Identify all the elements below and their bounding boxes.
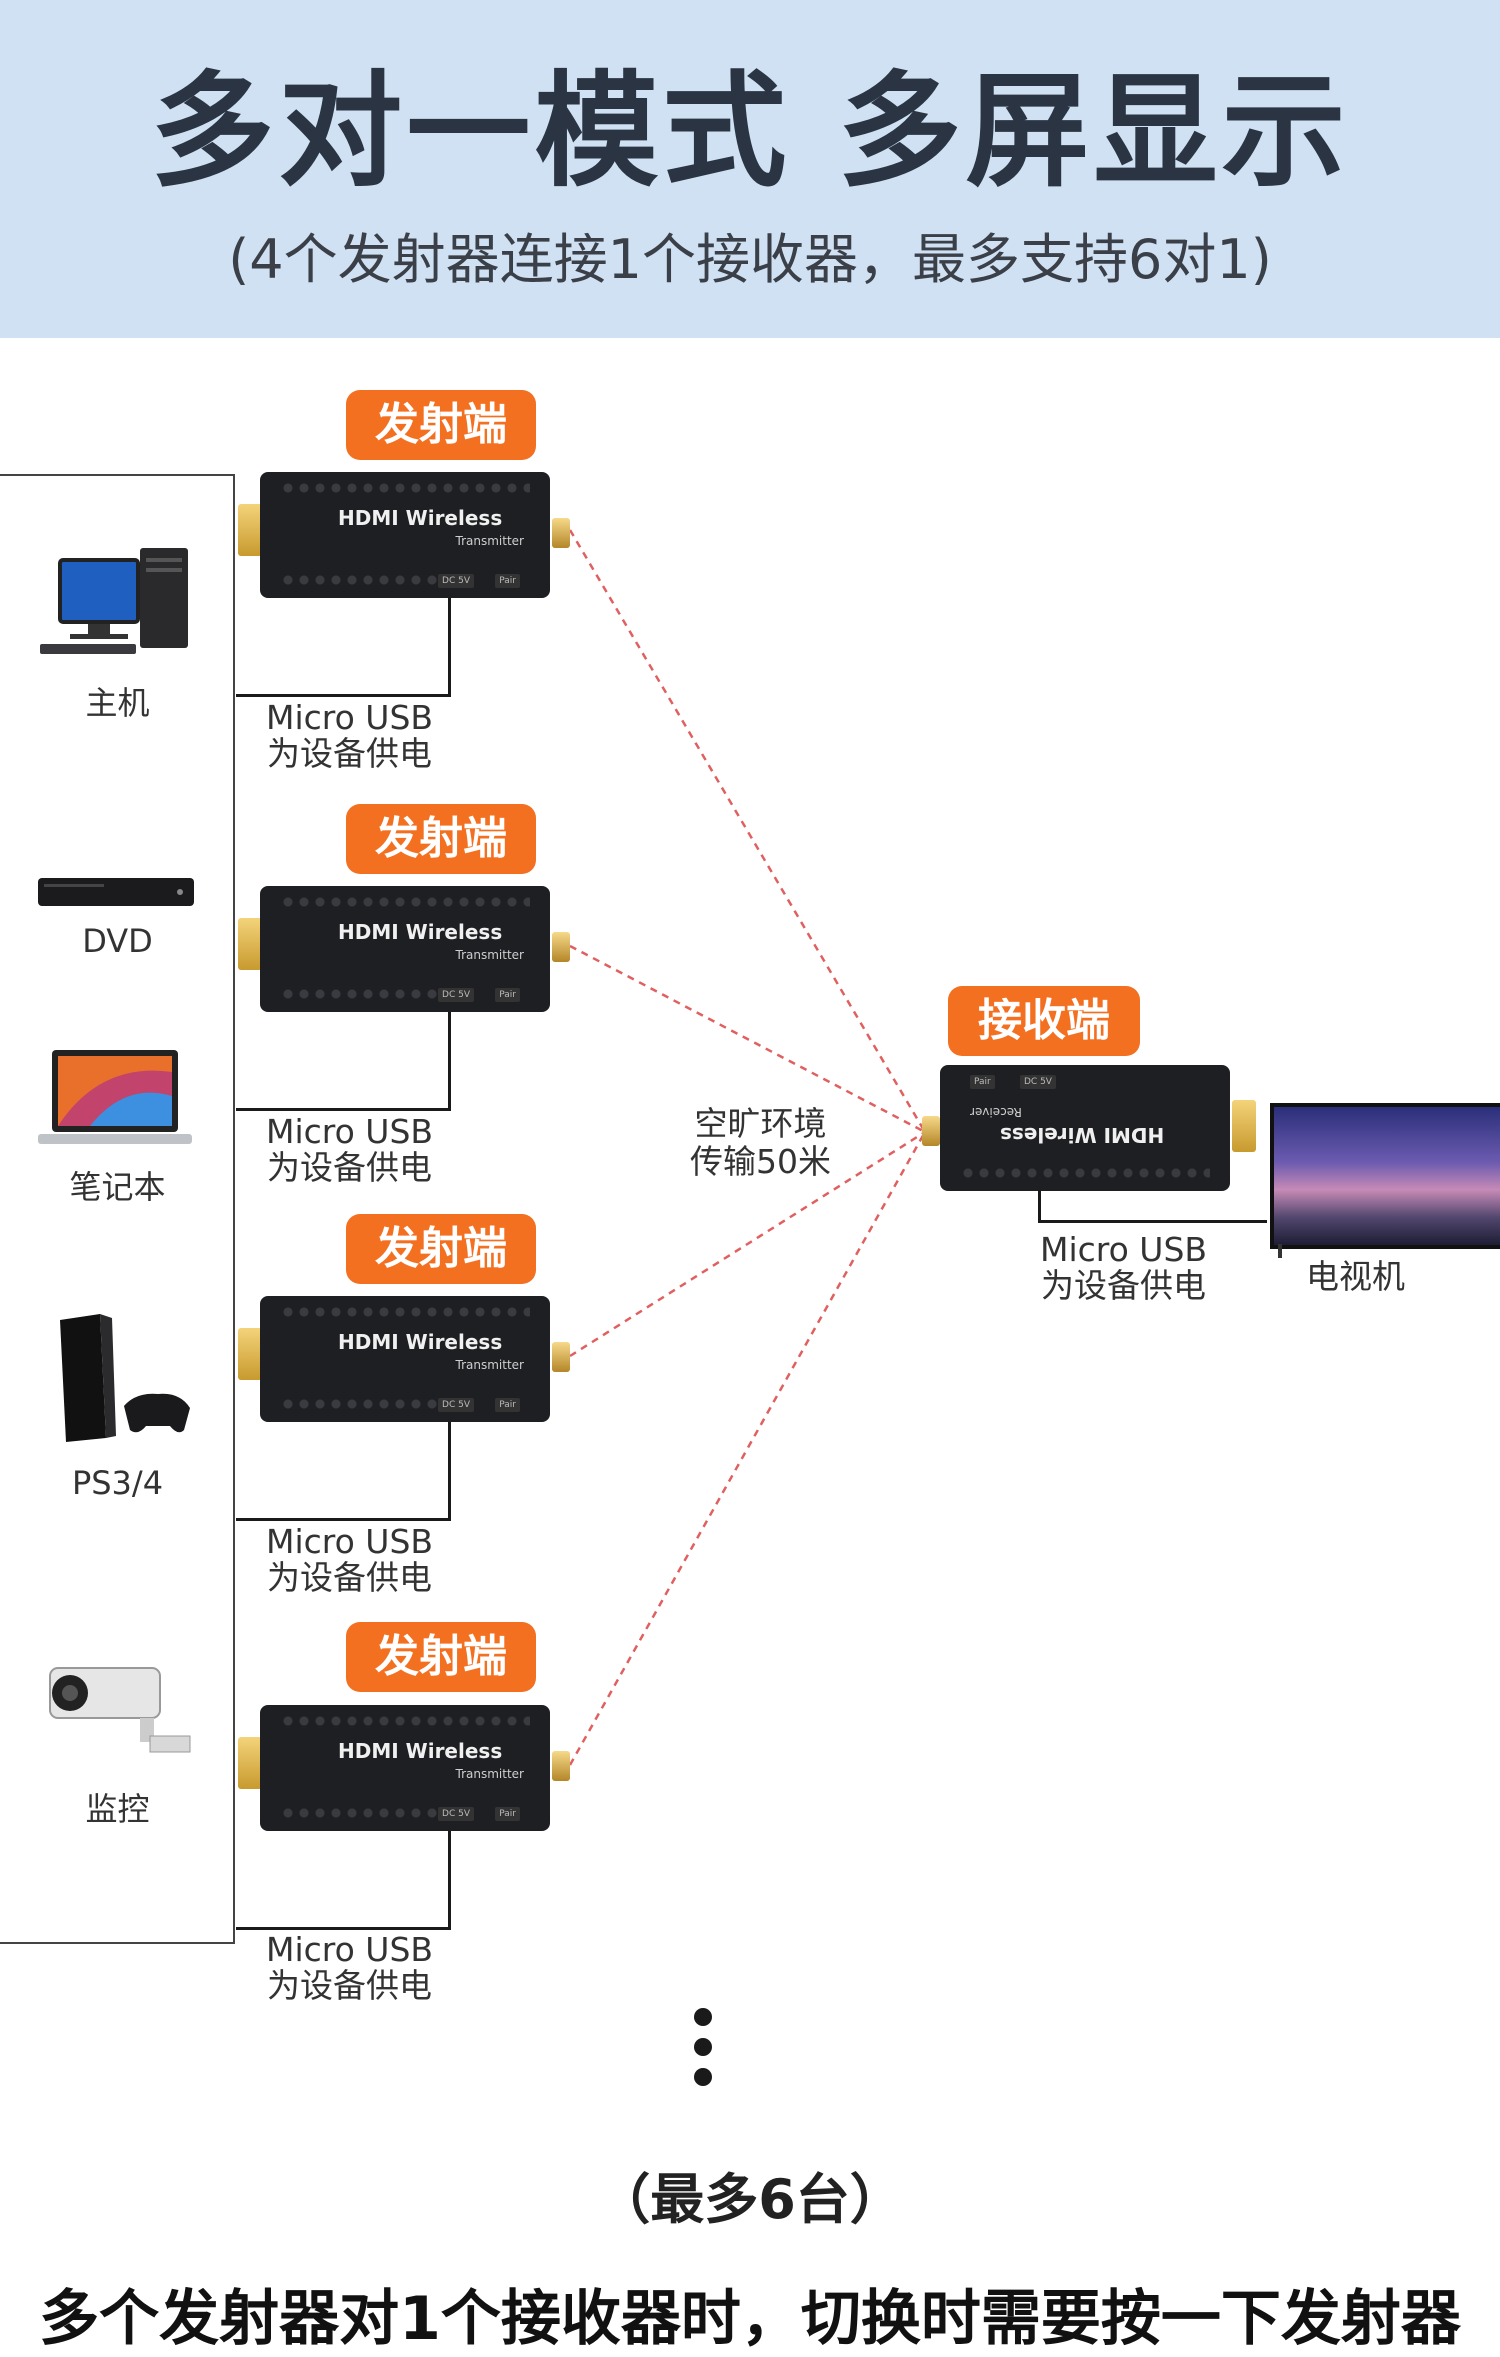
hdmi-plug-icon (238, 1328, 262, 1380)
vent-pattern (280, 894, 530, 912)
usb-cable (236, 1831, 451, 1930)
antenna-connector-icon (552, 1751, 570, 1781)
tx-badge-4: 发射端TX (346, 1622, 536, 1752)
security-camera-icon (49, 1667, 191, 1753)
port-pair: Pair (495, 988, 520, 1002)
unit-subtitle: Transmitter (455, 534, 524, 548)
dvd-player-icon (38, 878, 194, 906)
game-console-icon (60, 1314, 190, 1442)
link-line-tx1 (568, 529, 927, 1133)
vent-pattern (280, 1805, 440, 1823)
antenna-connector-icon (552, 1342, 570, 1372)
unit-subtitle: Receiver (970, 1105, 1022, 1119)
vent-pattern (280, 572, 440, 590)
unit-subtitle: Transmitter (455, 1358, 524, 1372)
port-pair: Pair (495, 574, 520, 588)
link-line-tx4 (568, 1131, 927, 1766)
port-pair: Pair (495, 1807, 520, 1821)
port-dc5v: DC 5V (438, 1398, 474, 1412)
range-note: 空旷环境传输50米 (690, 1104, 831, 1181)
vent-pattern (960, 1165, 1210, 1183)
max-devices-note: （最多6台） (596, 2168, 904, 2231)
unit-name: HDMI Wireless (338, 506, 503, 530)
footer-note: 多个发射器对1个接收器时，切换时需要按一下发射器 (39, 2284, 1461, 2354)
rx-badge: 接收端RX (948, 986, 1140, 1116)
vent-pattern (280, 1713, 530, 1731)
page-title: 多对一模式 多屏显示 (150, 60, 1350, 204)
ellipsis-dot (694, 2038, 712, 2056)
tx-badge-3: 发射端TX (346, 1214, 536, 1344)
unit-name: HDMI Wireless (338, 1330, 503, 1354)
tv-label: 电视机 (1306, 1257, 1405, 1296)
transmitter-unit-4: HDMI Wireless Transmitter DC 5V Pair (260, 1705, 550, 1831)
port-dc5v: DC 5V (438, 988, 474, 1002)
usb-cable (1038, 1190, 1267, 1223)
tv-stand (1278, 1244, 1282, 1258)
device-label-ps: PS3/4 (71, 1464, 164, 1502)
unit-subtitle: Transmitter (455, 1767, 524, 1781)
port-pair: Pair (970, 1075, 995, 1089)
port-dc5v: DC 5V (1020, 1075, 1056, 1089)
link-line-tx2 (569, 944, 926, 1134)
hdmi-plug-icon (1232, 1100, 1256, 1152)
usb-cable (236, 1012, 451, 1111)
unit-name: HDMI Wireless (338, 920, 503, 944)
tv-screen-icon (1270, 1103, 1500, 1249)
antenna-connector-icon (552, 518, 570, 548)
tx-badge-2: 发射端TX (346, 804, 536, 934)
link-line-tx3 (569, 1130, 926, 1358)
vent-pattern (280, 480, 530, 498)
port-dc5v: DC 5V (438, 1807, 474, 1821)
desktop-computer-icon (40, 548, 188, 654)
transmitter-unit-3: HDMI Wireless Transmitter DC 5V Pair (260, 1296, 550, 1422)
hdmi-plug-icon (238, 504, 262, 556)
unit-name: HDMI Wireless (338, 1739, 503, 1763)
usb-cable (236, 1422, 451, 1521)
usb-cable (236, 598, 451, 697)
transmitter-unit-1: HDMI Wireless Transmitter DC 5V Pair (260, 472, 550, 598)
unit-subtitle: Transmitter (455, 948, 524, 962)
port-dc5v: DC 5V (438, 574, 474, 588)
hdmi-plug-icon (238, 1737, 262, 1789)
transmitter-unit-2: HDMI Wireless Transmitter DC 5V Pair (260, 886, 550, 1012)
antenna-connector-icon (922, 1116, 940, 1146)
device-label-laptop: 笔记本 (69, 1168, 166, 1206)
vent-pattern (280, 986, 440, 1004)
device-label-host: 主机 (85, 684, 150, 722)
ellipsis-dot (694, 2068, 712, 2086)
unit-name: HDMI Wireless (1000, 1123, 1165, 1147)
device-label-camera: 监控 (85, 1790, 150, 1828)
port-pair: Pair (495, 1398, 520, 1412)
hdmi-plug-icon (238, 918, 262, 970)
tx-badge-1: 发射端TX (346, 390, 536, 520)
vent-pattern (280, 1396, 440, 1414)
antenna-connector-icon (552, 932, 570, 962)
receiver-unit: HDMI Wireless Receiver Pair DC 5V (940, 1065, 1230, 1191)
header-banner (0, 0, 1500, 338)
page-subtitle: (4个发射器连接1个接收器，最多支持6对1) (228, 228, 1272, 291)
device-label-dvd: DVD (82, 922, 153, 960)
laptop-icon (38, 1050, 192, 1144)
vent-pattern (280, 1304, 530, 1322)
ellipsis-dot (694, 2008, 712, 2026)
